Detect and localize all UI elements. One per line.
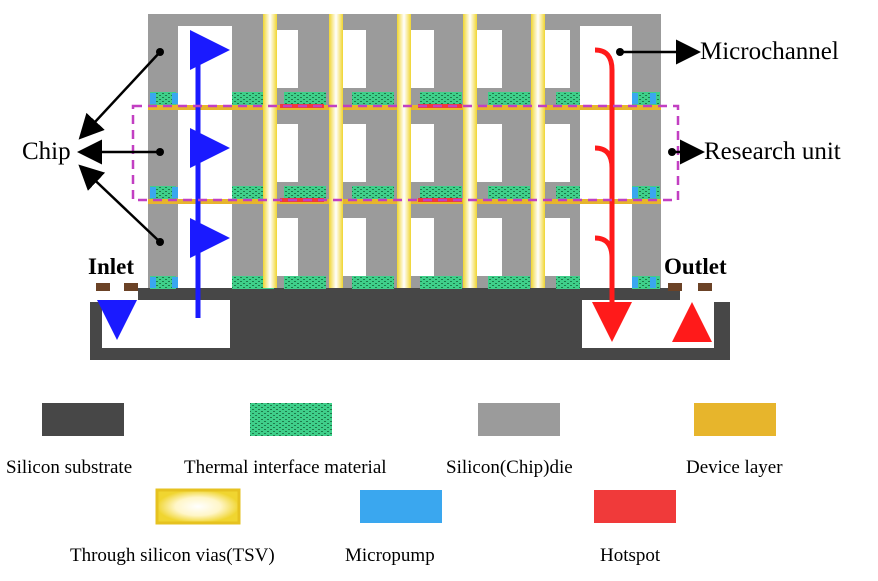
- thermal-interface-material: [352, 92, 394, 105]
- micropump: [632, 187, 638, 198]
- micropump: [172, 277, 178, 288]
- legend-swatch-thermal-interface-material: [250, 403, 332, 436]
- micropump: [150, 187, 156, 198]
- inlet-flow-arrows: [97, 30, 230, 340]
- thermal-interface-material: [556, 276, 580, 289]
- inlet-label: Inlet: [88, 254, 134, 279]
- thermal-interface-material: [488, 276, 530, 289]
- thermal-interface-material: [488, 92, 530, 105]
- thermal-interface-material: [284, 186, 326, 199]
- micropump: [632, 277, 638, 288]
- microchannel-label: Microchannel: [700, 38, 839, 65]
- legend-swatch-device-layer: [694, 403, 776, 436]
- thermal-interface-material: [420, 186, 462, 199]
- legend-label-thermal-interface-material: Thermal interface material: [184, 457, 387, 478]
- thermal-interface-material: [150, 92, 176, 105]
- ports: [96, 283, 712, 291]
- thermal-interface-material: [284, 92, 326, 105]
- thermal-interface-material: [420, 92, 462, 105]
- micropump: [650, 277, 656, 288]
- tsv-column: [397, 14, 411, 288]
- chip-label: Chip: [22, 138, 71, 165]
- silicon-substrate-base: [90, 288, 730, 360]
- die-cavities: [264, 30, 570, 276]
- tsv-column: [531, 14, 545, 288]
- outlet-label: Outlet: [664, 254, 727, 279]
- legend-label-silicon-chip-die: Silicon(Chip)die: [446, 457, 573, 478]
- thermal-interface-material: [352, 276, 394, 289]
- callout-lines: [77, 39, 705, 243]
- legend-label-silicon-substrate: Silicon substrate: [6, 457, 133, 478]
- through-silicon-vias: [263, 14, 545, 288]
- callout-dots: [156, 48, 676, 246]
- legend-swatch-silicon-substrate: [42, 403, 124, 436]
- micropump: [172, 187, 178, 198]
- micropump: [650, 93, 656, 104]
- micropump: [632, 93, 638, 104]
- legend-swatch-through-silicon-vias: [155, 488, 241, 525]
- micropump: [172, 93, 178, 104]
- micropump: [150, 277, 156, 288]
- research-unit-label: Research unit: [704, 138, 841, 165]
- thermal-interface-material: [284, 276, 326, 289]
- legend-label-device-layer: Device layer: [686, 457, 783, 478]
- thermal-interface-material: [556, 186, 580, 199]
- legend-label-through-silicon-vias: Through silicon vias(TSV): [70, 545, 275, 566]
- legend-swatch-hotspot: [594, 490, 676, 523]
- tsv-column: [463, 14, 477, 288]
- micropump: [150, 93, 156, 104]
- thermal-interface-material: [352, 186, 394, 199]
- legend-swatches: [42, 403, 776, 525]
- hotspot: [280, 198, 324, 202]
- tsv-column: [329, 14, 343, 288]
- thermal-interface-material: [150, 186, 176, 199]
- thermal-interface-material: [488, 186, 530, 199]
- thermal-interface-material: [420, 276, 462, 289]
- legend-label-hotspot: Hotspot: [600, 545, 661, 566]
- tsv-column: [263, 14, 277, 288]
- thermal-interface-material: [150, 276, 176, 289]
- outlet-flow-arrows: [592, 47, 712, 342]
- legend-swatch-silicon-chip-die: [478, 403, 560, 436]
- legend-swatch-micropump: [360, 490, 442, 523]
- micropump: [650, 187, 656, 198]
- thermal-interface-material: [556, 92, 580, 105]
- legend-label-micropump: Micropump: [345, 545, 435, 566]
